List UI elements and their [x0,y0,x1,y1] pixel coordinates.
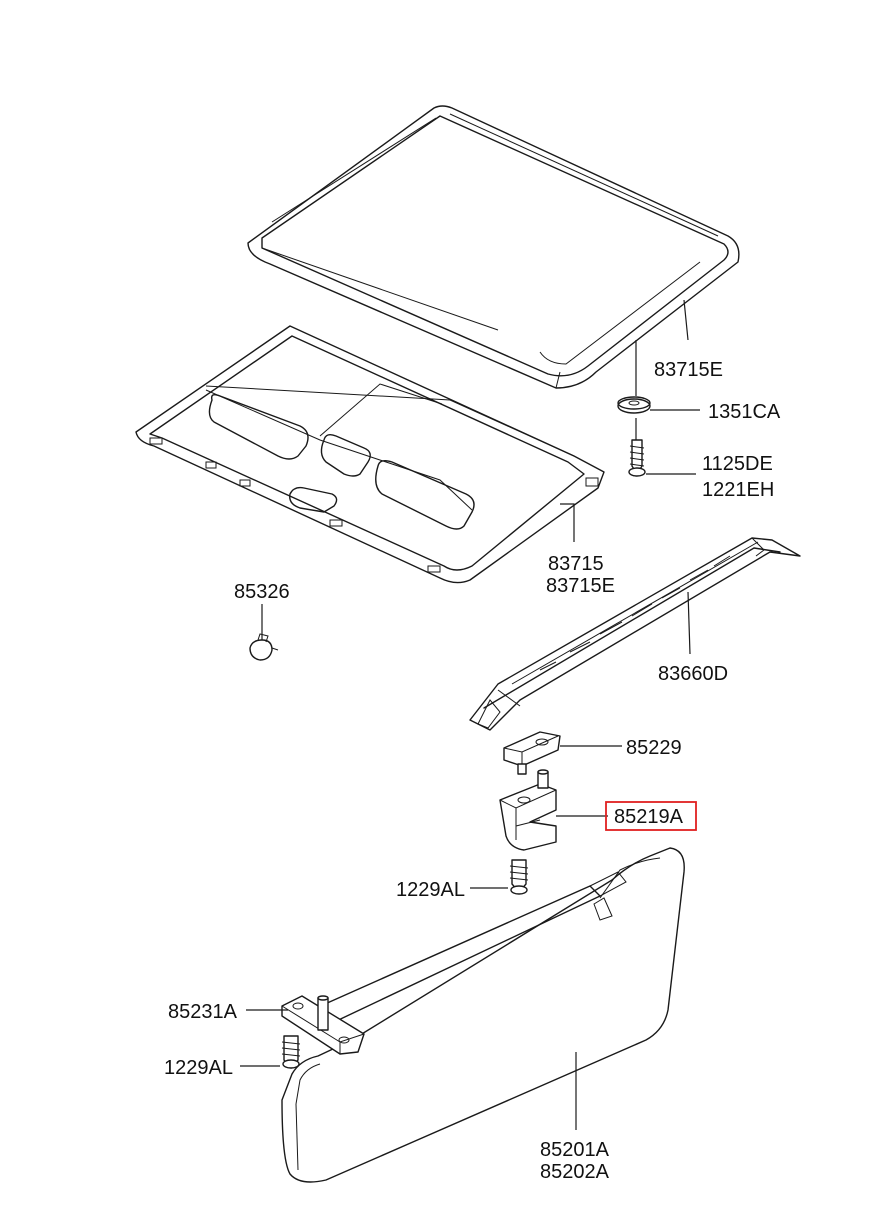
screw-top-drawing [628,439,646,477]
leader-lines [240,299,700,1130]
label-bracket[interactable]: 85231A [168,1001,238,1023]
bracket-drawing [281,995,365,1055]
label-washer[interactable]: 1351CA [708,401,781,423]
headliner-drawing [135,325,605,584]
visor-retainer-drawing [499,769,557,851]
label-clip[interactable]: 85326 [234,581,290,603]
clip-drawing [249,633,279,661]
screw-bracket-drawing [281,1035,301,1069]
label-headliner-b[interactable]: 83715E [546,575,615,597]
label-screw-a[interactable]: 1125DE [702,453,773,475]
roof-panel-drawing [247,105,740,389]
label-visor-b[interactable]: 85202A [540,1161,610,1183]
washer-drawing [617,396,651,414]
highlight-box [605,801,697,831]
sun-visor-drawing [281,847,685,1183]
label-roof-panel[interactable]: 83715E [654,359,723,381]
label-screw-b[interactable]: 1221EH [702,479,774,501]
label-screw-bracket[interactable]: 1229AL [164,1057,233,1079]
retainer-cap-drawing [503,731,561,775]
label-headliner-a[interactable]: 83715 [548,553,604,575]
label-visor-a[interactable]: 85201A [540,1139,610,1161]
rail-drawing [469,537,801,731]
label-retainer-cap[interactable]: 85229 [626,737,682,759]
label-visor-retainer[interactable]: 85219A [614,806,684,828]
label-rail[interactable]: 83660D [658,663,728,685]
label-screw-retainer[interactable]: 1229AL [396,879,465,901]
screw-retainer-drawing [509,859,529,895]
